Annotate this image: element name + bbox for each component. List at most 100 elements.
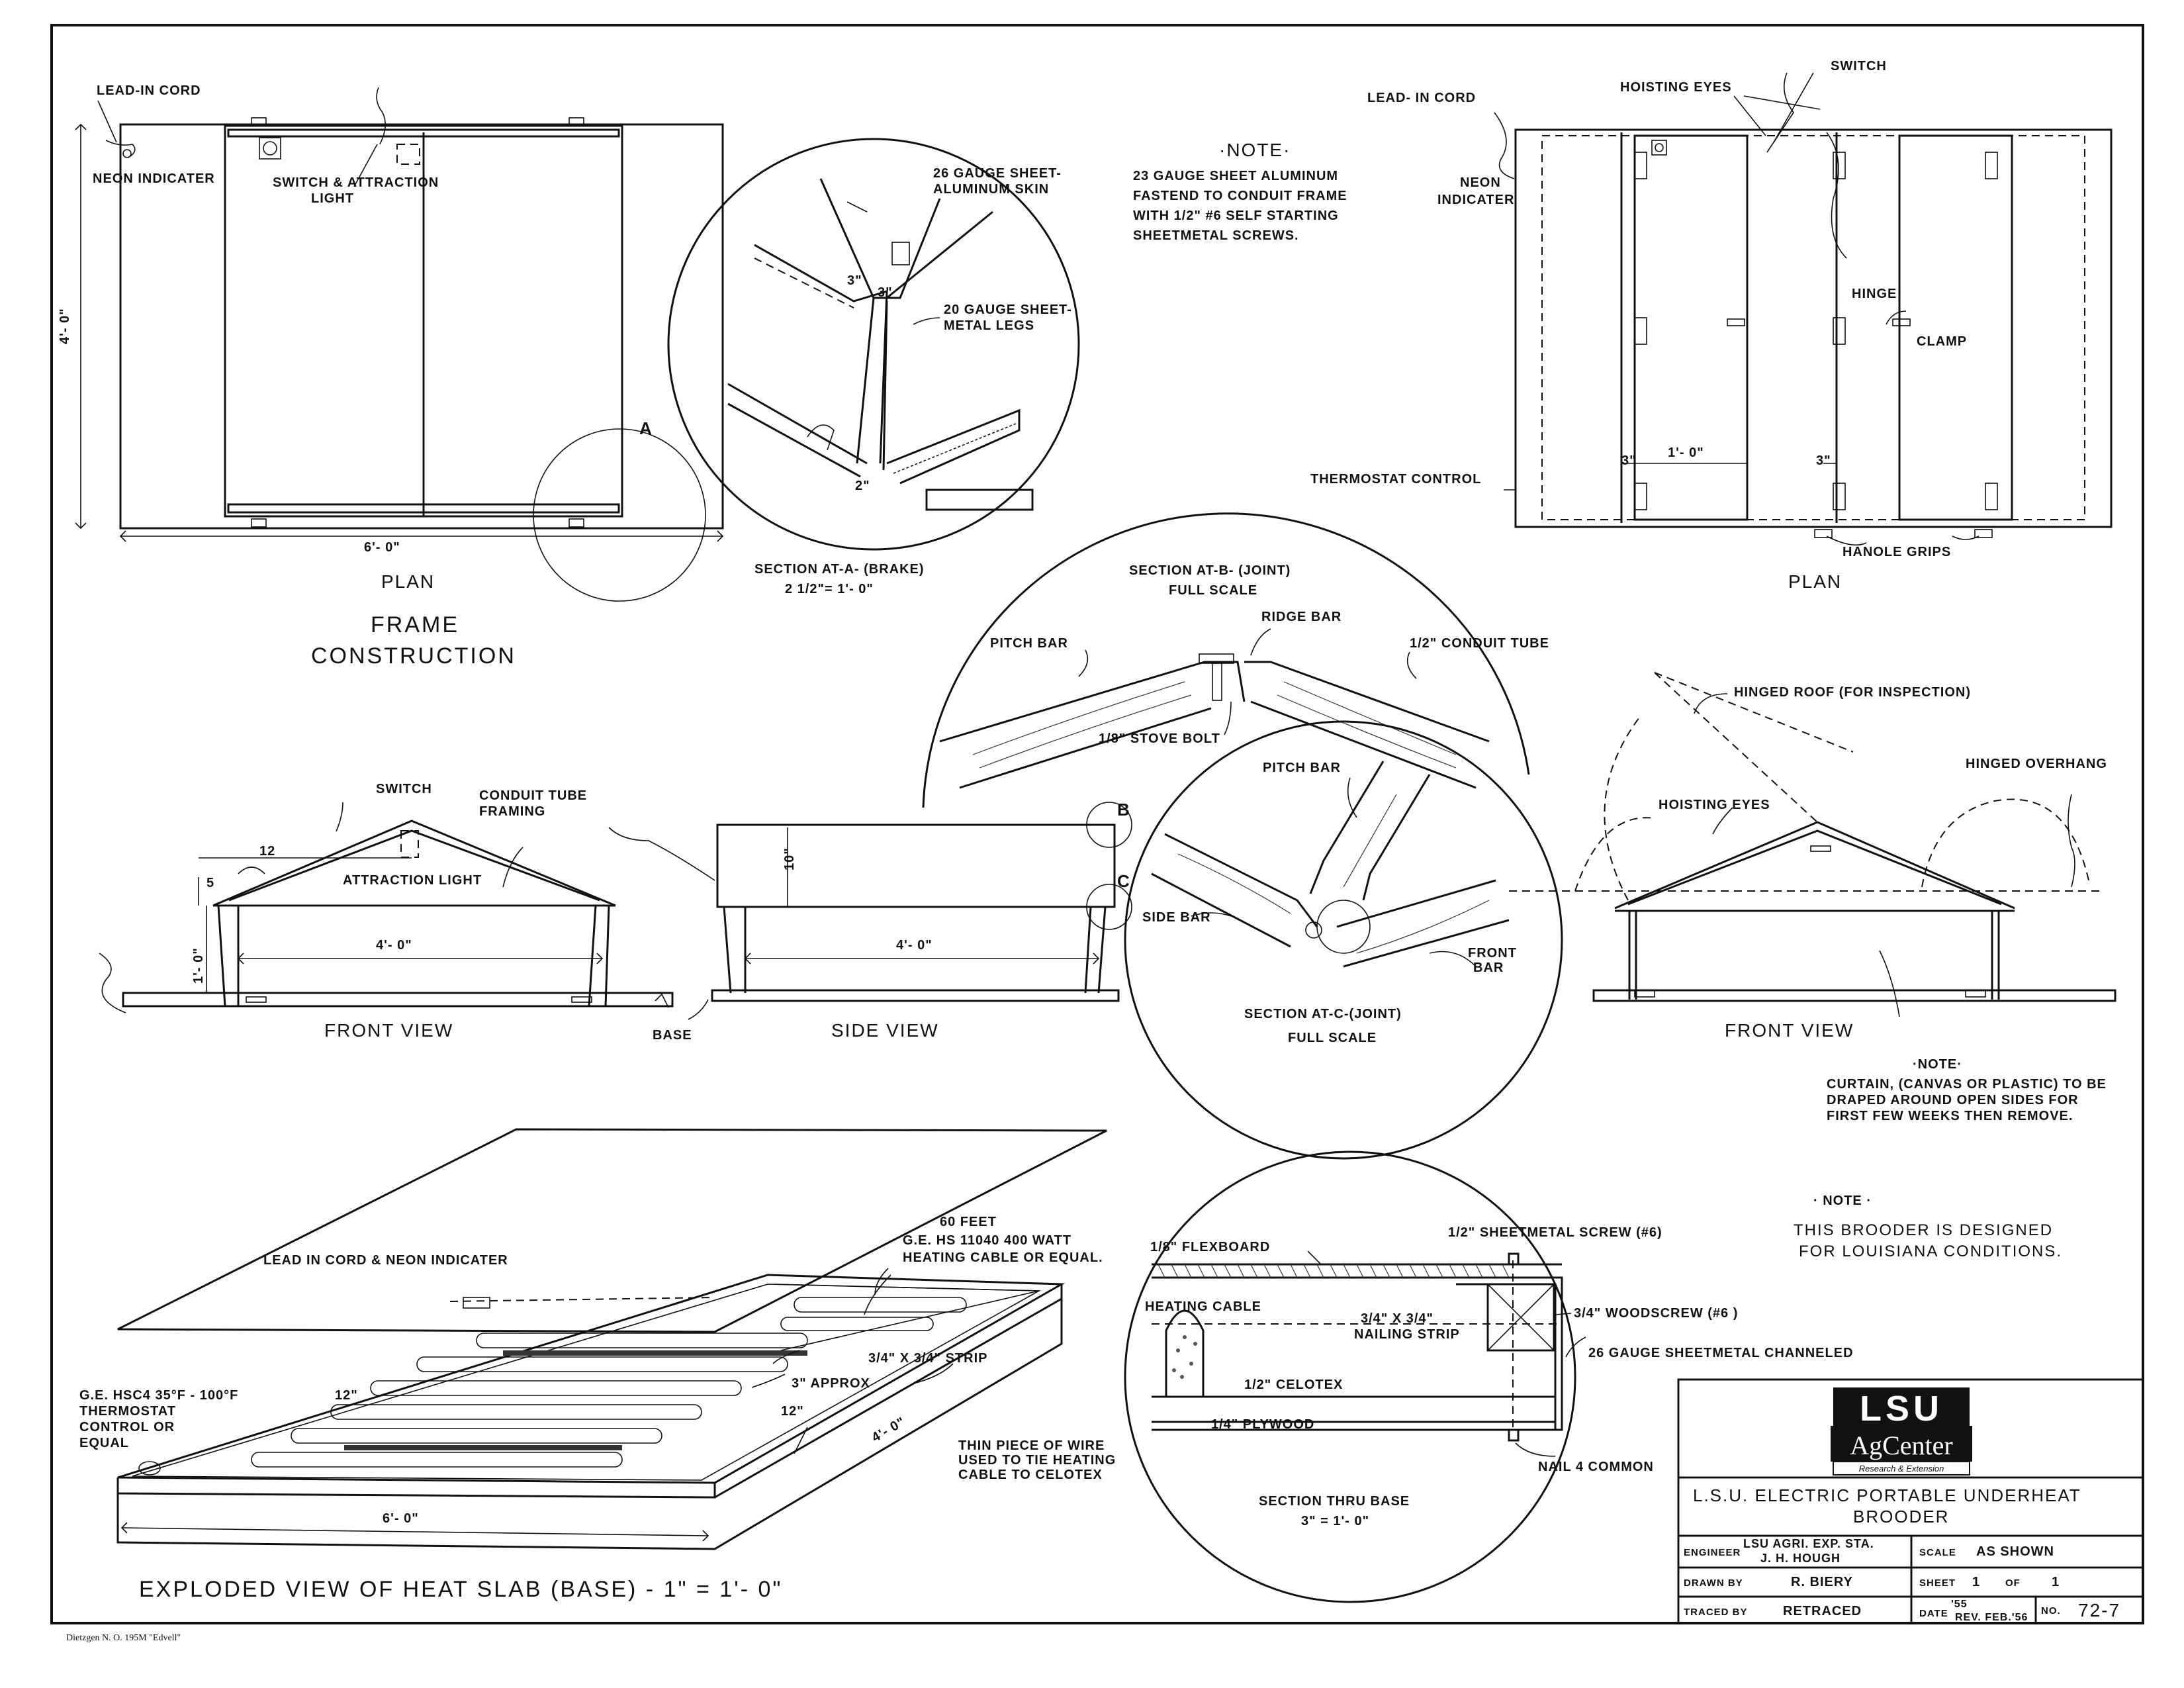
section-base-channeled: 26 GAUGE SHEETMETAL CHANNELED — [1588, 1346, 1854, 1360]
title-block-traced-value: RETRACED — [1783, 1604, 1862, 1618]
section-base-nailing-1: 3/4" X 3/4" — [1361, 1311, 1433, 1326]
section-base-celotex: 1/2" CELOTEX — [1244, 1378, 1343, 1392]
frame-plan-view-label: PLAN — [381, 571, 435, 592]
title-block-no-value: 72-7 — [2078, 1600, 2120, 1620]
title-block-sheet-num: 1 — [1972, 1575, 1980, 1589]
section-b-title-2: FULL SCALE — [1169, 583, 1257, 598]
section-base-nailing-2: NAILING STRIP — [1354, 1327, 1460, 1342]
section-base-nail: NAIL 4 COMMON — [1538, 1460, 1654, 1474]
right-plan-switch: SWITCH — [1831, 59, 1887, 73]
front-view-left-attraction: ATTRACTION LIGHT — [343, 873, 482, 888]
exploded-approx: 3" APPROX — [792, 1376, 870, 1391]
heating-cable-runs — [251, 1297, 967, 1468]
section-a-detail — [667, 138, 1080, 551]
frame-plan-callout-a: A — [639, 418, 653, 438]
note-curtain-line-1: CURTAIN, (CANVAS OR PLASTIC) TO BE — [1827, 1077, 2107, 1092]
note-design-line-2: FOR LOUISIANA CONDITIONS. — [1799, 1243, 2062, 1260]
exploded-strip: 3/4" X 3/4" STRIP — [868, 1351, 987, 1366]
right-plan-hinge: HINGE — [1852, 287, 1897, 301]
right-plan-dim-3-right: 3" — [1816, 453, 1831, 468]
title-block-rev-value: REV. FEB.'56 — [1955, 1612, 2028, 1623]
note-curtain-heading: ·NOTE· — [1913, 1057, 1962, 1072]
title-block-drawn-label: DRAWN BY — [1684, 1577, 1743, 1589]
section-base-sheet-screw: 1/2" SHEETMETAL SCREW (#6) — [1448, 1225, 1662, 1240]
lsu-agcenter-logo — [1831, 1387, 1972, 1476]
frame-plan-title-2: CONSTRUCTION — [311, 643, 516, 669]
title-block-date-label: DATE — [1919, 1608, 1948, 1619]
section-a-dim-2: 2" — [855, 479, 870, 493]
section-c-title-2: FULL SCALE — [1288, 1031, 1377, 1045]
section-base-detail — [1124, 1150, 1586, 1603]
front-view-left-base: BASE — [653, 1028, 692, 1043]
exploded-dim-6ft: 6'- 0" — [383, 1511, 419, 1526]
section-b-title-1: SECTION AT-B- (JOINT) — [1129, 563, 1291, 578]
section-c-side-bar: SIDE BAR — [1142, 910, 1211, 925]
exploded-thermo-4: EQUAL — [79, 1436, 129, 1450]
side-view-callout-b: B — [1117, 800, 1130, 820]
title-block-sheet-total: 1 — [2052, 1575, 2060, 1589]
footer-mark: Dietzgen N. O. 195M "Edvell" — [66, 1633, 181, 1643]
sheet-border — [50, 24, 2144, 1624]
frame-plan — [75, 87, 724, 602]
title-block — [1677, 1378, 2144, 1624]
section-a-scale: 2 1/2"= 1'- 0" — [785, 582, 874, 596]
title-block-drawn-value: R. BIERY — [1791, 1575, 1853, 1589]
side-view-callout-c: C — [1117, 871, 1130, 891]
note-design-line-1: THIS BROODER IS DESIGNED — [1794, 1221, 2053, 1239]
side-view-label: SIDE VIEW — [831, 1020, 939, 1041]
note-top-line-4: SHEETMETAL SCREWS. — [1133, 228, 1299, 243]
section-c-title-1: SECTION AT-C-(JOINT) — [1244, 1007, 1402, 1021]
frame-plan-switch-attraction-2: LIGHT — [311, 191, 354, 206]
section-base-scale: 3" = 1'- 0" — [1301, 1514, 1369, 1528]
right-plan-dim-3-left: 3" — [1621, 453, 1637, 468]
side-view-dim-4ft: 4'- 0" — [896, 938, 933, 953]
title-block-title-2: BROODER — [1853, 1507, 1949, 1526]
exploded-dim-12b: 12" — [781, 1404, 804, 1419]
front-view-right-hoisting-eyes: HOISTING EYES — [1659, 798, 1770, 812]
frame-plan-title-1: FRAME — [371, 612, 459, 637]
title-block-engineer-label: ENGINEER — [1684, 1547, 1741, 1558]
section-c-detail — [1124, 720, 1563, 1160]
frame-plan-dim-width: 6'- 0" — [364, 540, 400, 555]
title-block-engineer-1: LSU AGRI. EXP. STA. — [1743, 1537, 1874, 1550]
section-b-detail — [922, 512, 1530, 808]
right-plan-lead-in-cord: LEAD- IN CORD — [1367, 91, 1476, 105]
front-view-left-conduit-2: FRAMING — [479, 804, 545, 819]
title-block-scale-label: SCALE — [1919, 1547, 1956, 1558]
exploded-thermo-1: G.E. HSC4 35°F - 100°F — [79, 1388, 238, 1403]
logo-agcenter: AgCenter — [1850, 1430, 1953, 1460]
frame-plan-neon-indicater: NEON INDICATER — [93, 171, 215, 186]
front-view-right — [1509, 672, 2116, 1017]
exploded-thermo-3: CONTROL OR — [79, 1420, 175, 1434]
exploded-view — [116, 1128, 1107, 1550]
exploded-wire-1: THIN PIECE OF WIRE — [958, 1438, 1105, 1453]
note-top-line-3: WITH 1/2" #6 SELF STARTING — [1133, 209, 1339, 223]
note-top-heading: ·NOTE· — [1219, 140, 1291, 160]
right-plan-neon-2: INDICATER — [1437, 193, 1514, 207]
section-c-pitch-bar: PITCH BAR — [1263, 761, 1341, 775]
front-view-left-dim-5: 5 — [206, 876, 214, 890]
exploded-title: EXPLODED VIEW OF HEAT SLAB (BASE) - 1" =… — [139, 1577, 782, 1602]
section-base-woodscrew: 3/4" WOODSCREW (#6 ) — [1574, 1306, 1738, 1321]
exploded-wire-2: USED TO TIE HEATING — [958, 1453, 1116, 1468]
section-base-flexboard: 1/8" FLEXBOARD — [1150, 1240, 1270, 1254]
exploded-dim-4ft: 4'- 0" — [870, 1415, 908, 1445]
front-view-right-label: FRONT VIEW — [1725, 1020, 1854, 1041]
section-base-plywood: 1/4" PLYWOOD — [1211, 1417, 1314, 1432]
title-block-engineer-2: J. H. HOUGH — [1760, 1552, 1841, 1565]
exploded-cable-2: G.E. HS 11040 400 WATT — [903, 1233, 1071, 1248]
title-block-sheet-label: SHEET — [1919, 1577, 1956, 1589]
frame-plan-dim-height: 4'- 0" — [58, 308, 72, 344]
section-base-heating-cable: HEATING CABLE — [1145, 1299, 1261, 1314]
front-view-left-label: FRONT VIEW — [324, 1020, 453, 1041]
section-c-front-bar-1: FRONT — [1468, 946, 1517, 961]
section-a-dim-3a: 3" — [847, 273, 862, 288]
right-plan-neon-1: NEON — [1460, 175, 1501, 190]
title-block-traced-label: TRACED BY — [1684, 1607, 1748, 1618]
right-plan — [1494, 72, 2113, 546]
right-plan-dim-1ft: 1'- 0" — [1668, 445, 1704, 460]
right-plan-view-label: PLAN — [1788, 571, 1842, 592]
exploded-thermo-2: THERMOSTAT — [79, 1404, 176, 1419]
section-a-skin-1: 26 GAUGE SHEET- — [933, 166, 1062, 181]
section-c-front-bar-2: BAR — [1473, 961, 1504, 975]
